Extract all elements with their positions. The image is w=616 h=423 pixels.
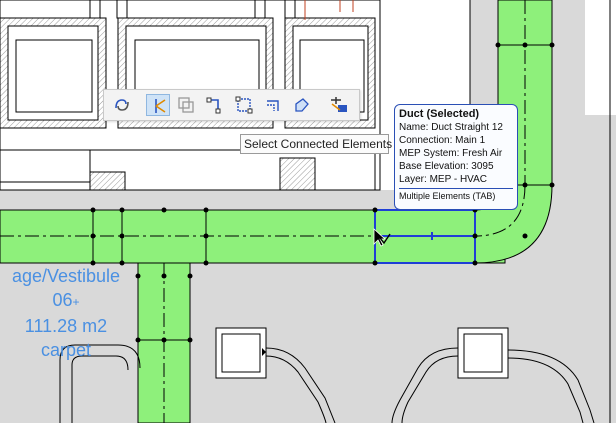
offset-icon bbox=[267, 100, 279, 111]
tooltip: Select Connected Elements bbox=[240, 134, 393, 154]
info-name: Name: Duct Straight 12 bbox=[399, 122, 503, 133]
info-base-elevation: Base Elevation: 3095 bbox=[399, 161, 494, 172]
info-multiple-elements[interactable]: Multiple Elements (TAB) bbox=[399, 191, 496, 201]
bounding-box-button[interactable] bbox=[232, 94, 256, 116]
transform-button[interactable] bbox=[290, 94, 314, 116]
zone-number: 06+ bbox=[52, 290, 80, 310]
offset-button[interactable] bbox=[261, 94, 285, 116]
zone-finish: carpet bbox=[40, 340, 92, 360]
info-layer: Layer: MEP - HVAC bbox=[399, 174, 487, 185]
duct-branch[interactable] bbox=[137, 262, 191, 423]
air-terminal-right[interactable] bbox=[391, 327, 595, 423]
duct-nodes bbox=[90, 42, 555, 343]
zone-name: age/Vestibule bbox=[11, 266, 121, 286]
tooltip-text: Select Connected Elements bbox=[244, 137, 393, 151]
zone-area: 111.28 m2 bbox=[24, 316, 108, 336]
element-info-box: Duct (Selected) Name: Duct Straight 12 C… bbox=[394, 104, 518, 210]
settings-icon bbox=[331, 97, 347, 112]
route-icon bbox=[206, 97, 221, 114]
connect-icon bbox=[115, 99, 129, 111]
settings-button[interactable] bbox=[327, 94, 351, 116]
connect-button[interactable] bbox=[110, 94, 134, 116]
info-separator bbox=[399, 188, 513, 189]
transform-icon bbox=[295, 98, 309, 112]
info-mep-system: MEP System: Fresh Air bbox=[399, 148, 503, 159]
bounding-box-icon bbox=[235, 96, 253, 114]
copy-properties-button[interactable] bbox=[174, 94, 198, 116]
select-connected-elements-button[interactable] bbox=[146, 94, 170, 116]
air-terminal-middle[interactable] bbox=[215, 327, 336, 423]
context-toolbar bbox=[103, 89, 360, 121]
copy-properties-icon bbox=[178, 97, 194, 113]
air-terminal-left[interactable] bbox=[59, 344, 141, 423]
select-connected-elements-icon bbox=[155, 99, 166, 113]
route-button[interactable] bbox=[203, 94, 227, 116]
zone-stamp[interactable]: age/Vestibule 06+ 111.28 m2 carpet bbox=[0, 264, 132, 362]
info-box-title: Duct (Selected) bbox=[399, 108, 480, 120]
room-right bbox=[585, 0, 616, 115]
info-connection: Connection: Main 1 bbox=[399, 135, 486, 146]
mouse-cursor-icon bbox=[373, 228, 391, 247]
